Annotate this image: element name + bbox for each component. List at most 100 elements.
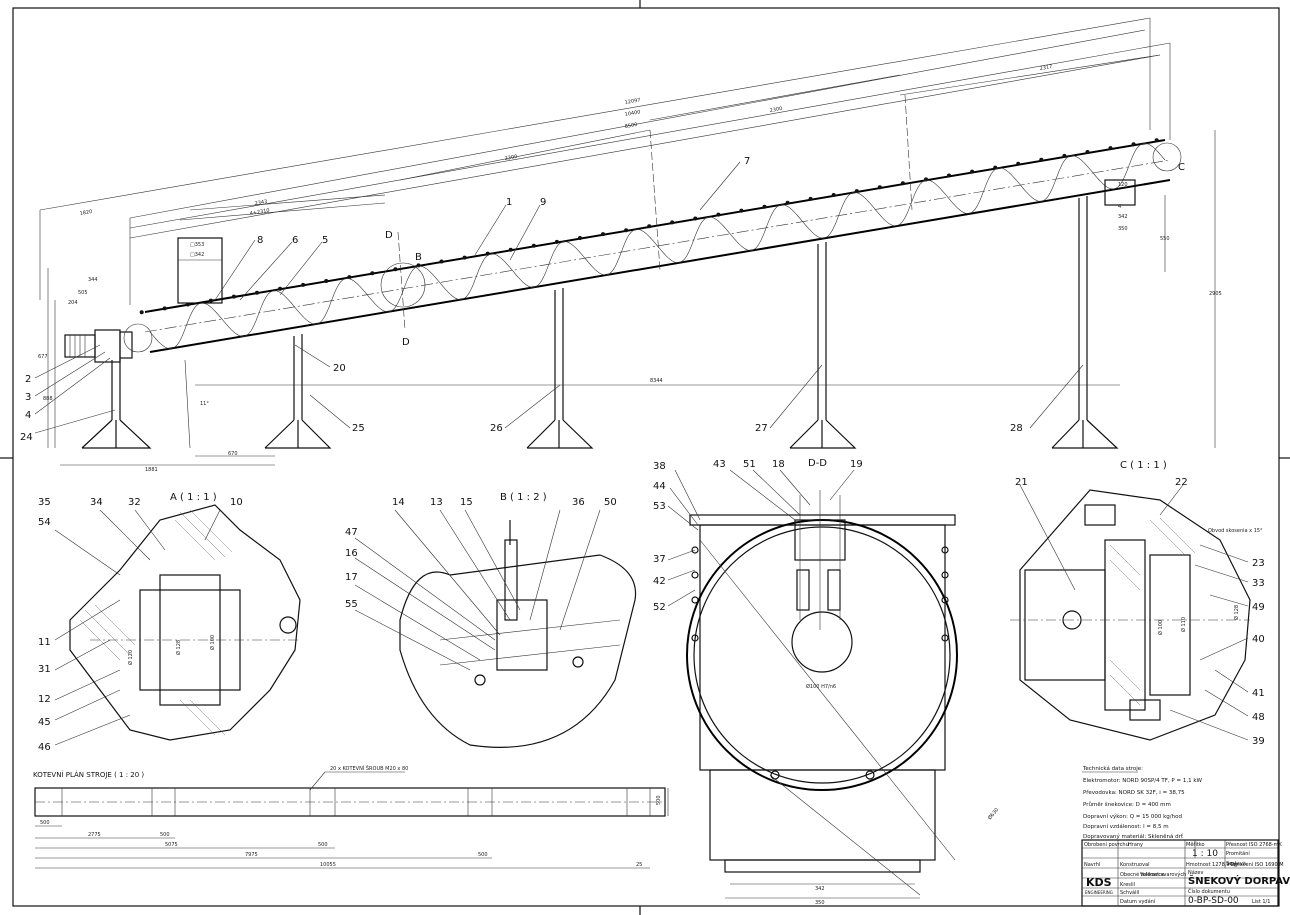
c-dim-1: Ø 100 [1157, 620, 1164, 635]
anchor-note: 20 x KOTEVNÍ ŠROUB M20 x 80 [330, 765, 408, 772]
b-balloon-16: 16 [345, 548, 358, 559]
flange-bolt [831, 193, 836, 197]
a-balloon-12: 12 [38, 694, 51, 705]
tech-heading: Technická data stroje: [1082, 765, 1143, 772]
tb-edges: Hrany [1128, 842, 1143, 848]
flange-bolt [1062, 153, 1067, 158]
view-a-title: A ( 1 : 1 ) [170, 492, 217, 503]
tb-number: 0-BP-SD-00 [1188, 896, 1239, 906]
tb-title: ŠNEKOVÝ DORPAVNÍK [1188, 874, 1290, 887]
flange-bolt [462, 255, 467, 260]
balloon-27: 27 [755, 423, 768, 434]
c-note: Obvod skosenia x 15° [1208, 528, 1263, 534]
tb-designed: Navrhl [1084, 862, 1100, 868]
b-balloon-50: 50 [604, 497, 617, 508]
anchor-dim-j: 500 [656, 795, 662, 805]
dim-4: 2317 [1039, 64, 1053, 72]
balloon-20: 20 [333, 363, 346, 374]
dim-angle: 11° [200, 401, 209, 407]
dim-22: 550 [1160, 236, 1170, 242]
anchor-dim-e: 500 [318, 842, 328, 848]
dim-11: □342 [190, 252, 204, 258]
c-dim-2: Ø 110 [1180, 617, 1187, 632]
section-c-marker: C [1178, 162, 1185, 173]
dim-25: 677 [38, 354, 48, 360]
tb-weld: Velikost svarových [1140, 871, 1186, 878]
sheet-border [12, 7, 1280, 907]
dim-8: 2343 [254, 199, 268, 207]
kds-logo-sub: ENGINEERING [1085, 890, 1113, 895]
tech-line-motor: Elektromotor: NORD 90SP/4 TF, P = 1,1 kW [1083, 778, 1203, 784]
anchor-dim-a: 500 [40, 820, 50, 826]
flange-bolt [370, 271, 375, 276]
flange-bolt [255, 290, 259, 295]
d-balloon-53: 53 [653, 501, 666, 512]
anchor-dim-g: 500 [478, 852, 488, 858]
tb-tolerances: Obecné tolerance [1120, 871, 1164, 878]
b-balloon-55: 55 [345, 599, 358, 610]
c-balloon-21: 21 [1015, 477, 1028, 488]
b-balloon-36: 36 [572, 497, 585, 508]
c-balloon-39: 39 [1252, 736, 1265, 747]
dim-19: 4 [1118, 204, 1121, 210]
balloon-28: 28 [1010, 423, 1023, 434]
c-balloon-40: 40 [1252, 634, 1265, 645]
a-balloon-32: 32 [128, 497, 141, 508]
tb-docnum-label: Číslo dokumentu [1188, 888, 1230, 895]
flange-bolt [739, 208, 744, 213]
flange-bolt [162, 306, 167, 311]
flange-bolt [1085, 150, 1090, 154]
a-balloon-31: 31 [38, 664, 51, 675]
flange-bolt [947, 173, 951, 178]
tb-mass: Hmotnost 1278,9 kg [1186, 862, 1237, 868]
dim-24: 888 [43, 396, 53, 402]
tb-name-label: Název [1188, 869, 1204, 876]
balloon-25: 25 [352, 423, 365, 434]
dim-6: 2300 [504, 154, 518, 162]
d-balloon-52: 52 [653, 602, 666, 613]
dim-13: 505 [78, 290, 88, 296]
flange-bolt [439, 259, 444, 264]
flange-bolt [231, 294, 236, 299]
conveyor-side-view [39, 17, 1216, 466]
detail-a [54, 504, 301, 746]
tb-projection: Promítání [1226, 850, 1250, 857]
flange-bolt [1131, 142, 1136, 147]
dim-12: 344 [88, 277, 98, 283]
tb-constructed: Konstruoval [1120, 862, 1150, 868]
c-dim-3: Ø 128 [1233, 605, 1240, 620]
outlet-chute [1104, 179, 1136, 206]
dim-2: 10400 [624, 109, 641, 118]
flange-bolt [808, 196, 813, 201]
dim-17: 1881 [145, 467, 158, 473]
c-balloon-33: 33 [1252, 578, 1265, 589]
c-balloon-23: 23 [1252, 558, 1265, 569]
dim-14: 204 [68, 300, 78, 306]
tech-line-distance: Dopravní vzdálenost: l = 8,5 m [1083, 823, 1169, 830]
tb-scale: 1 : 10 [1192, 849, 1218, 859]
kds-logo: KDS [1086, 876, 1112, 889]
d-dim-630: Ø630 [986, 806, 1000, 821]
tb-iso: Označení ISO 1690 M [1230, 861, 1284, 868]
d-balloon-43: 43 [713, 459, 726, 470]
balloon-8: 8 [257, 235, 263, 246]
flange-bolt [854, 189, 859, 194]
c-balloon-22: 22 [1175, 477, 1188, 488]
dim-20: 342 [1118, 214, 1128, 220]
section-d-marker-top: D [385, 230, 393, 241]
anchor-dim-c: 500 [160, 832, 170, 838]
d-balloon-51: 51 [743, 459, 756, 470]
a-dim-2: Ø 128 [175, 640, 182, 655]
a-dim-3: Ø 100 [209, 635, 216, 650]
a-balloon-11: 11 [38, 637, 51, 648]
flange-bolt [554, 239, 559, 244]
balloon-9: 9 [540, 197, 546, 208]
flange-bolt [278, 286, 283, 291]
d-balloon-38: 38 [653, 461, 666, 472]
dim-23: 2905 [1209, 291, 1222, 297]
b-balloon-17: 17 [345, 572, 358, 583]
d-dim-350: 350 [815, 900, 825, 906]
